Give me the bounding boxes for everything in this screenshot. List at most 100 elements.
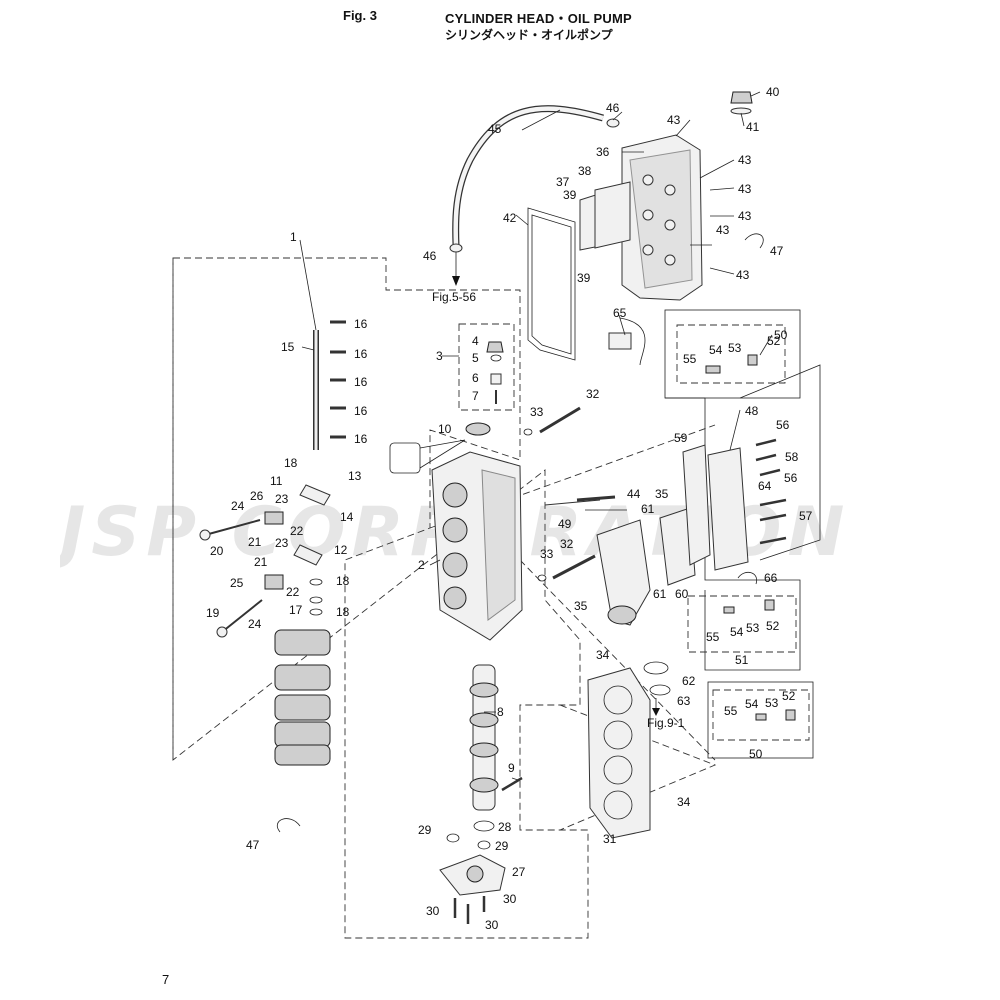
o-ring-28	[473, 820, 495, 832]
callout-9: 9	[508, 761, 515, 775]
callout-18-a: 18	[284, 456, 298, 470]
kit-frame-50a	[664, 309, 801, 399]
cylinder-head-cover	[621, 134, 703, 301]
callout-5: 5	[472, 351, 479, 365]
arrow-down-icon-2	[652, 708, 660, 716]
callout-16-d: 16	[354, 404, 368, 418]
figure-title-english: CYLINDER HEAD・OIL PUMP	[445, 11, 632, 26]
callout-31: 31	[603, 832, 617, 846]
callout-46-a: 46	[606, 101, 620, 115]
bolt-9	[501, 776, 523, 792]
hose-clip-47-bottom	[277, 818, 301, 833]
callout-24-b: 24	[248, 617, 262, 631]
cylinder-head	[431, 451, 523, 641]
thermostat-housing-49	[596, 519, 651, 626]
callout-43-d: 43	[738, 209, 752, 223]
callout-55-b: 55	[706, 630, 720, 644]
callout-43-a: 43	[667, 113, 681, 127]
callout-4: 4	[472, 334, 479, 348]
cap-4	[486, 341, 504, 353]
callout-43-b: 43	[738, 153, 752, 167]
callout-16-c: 16	[354, 375, 368, 389]
callout-64: 64	[758, 479, 772, 493]
o-ring-62	[643, 661, 669, 675]
callout-23-a: 23	[275, 492, 289, 506]
sensor-65	[619, 317, 646, 366]
callout-56-b: 56	[784, 471, 798, 485]
cover-48	[707, 447, 749, 571]
callout-66: 66	[764, 571, 778, 585]
head-gasket	[587, 667, 651, 839]
callout-44: 44	[627, 487, 641, 501]
callout-16-b: 16	[354, 347, 368, 361]
callout-61-b: 61	[653, 587, 667, 601]
hose-clip-47-top	[744, 233, 764, 249]
callout-10: 10	[438, 422, 452, 436]
callout-56-a: 56	[776, 418, 790, 432]
callout-18-b: 18	[336, 574, 350, 588]
callout-41: 41	[746, 120, 760, 134]
callout-63: 63	[677, 694, 691, 708]
callout-35-a: 35	[655, 487, 669, 501]
callout-53-c: 53	[765, 696, 779, 710]
callout-42: 42	[503, 211, 517, 225]
callout-36: 36	[596, 145, 610, 159]
callout-13: 13	[348, 469, 362, 483]
callout-53-a: 53	[728, 341, 742, 355]
callout-33-a: 33	[530, 405, 544, 419]
callout-60: 60	[675, 587, 689, 601]
gasket-60	[659, 507, 696, 586]
valve-bank	[274, 629, 331, 766]
arrow-down-icon	[452, 276, 460, 286]
callout-16-e: 16	[354, 432, 368, 446]
callout-15: 15	[281, 340, 295, 354]
callout-50-a: 50	[774, 328, 788, 342]
callout-54-b: 54	[730, 625, 744, 639]
kit-inner-50a	[676, 324, 786, 384]
callout-27: 27	[512, 865, 526, 879]
callout-1: 1	[290, 230, 297, 244]
clip-66	[737, 571, 758, 585]
spark-plug-44	[576, 495, 616, 502]
baffle-plate-38	[594, 181, 631, 249]
callout-34-a: 34	[596, 648, 610, 662]
callout-52-b: 52	[766, 619, 780, 633]
callout-52-c: 52	[782, 689, 796, 703]
callout-46-b: 46	[423, 249, 437, 263]
callout-22-a: 22	[290, 524, 304, 538]
callout-61-a: 61	[641, 502, 655, 516]
callout-52-a: 52	[767, 334, 781, 348]
callout-51: 51	[735, 653, 749, 667]
callout-2: 2	[418, 558, 425, 572]
callout-38: 38	[578, 164, 592, 178]
o-ring-63	[649, 684, 671, 696]
callout-26: 26	[250, 489, 264, 503]
callout-30-b: 30	[426, 904, 440, 918]
callout-24-a: 24	[231, 499, 245, 513]
callout-58: 58	[785, 450, 799, 464]
callout-65: 65	[613, 306, 627, 320]
kit-inner-50b	[712, 689, 810, 741]
valve-train-parts	[199, 484, 331, 638]
callout-28: 28	[498, 820, 512, 834]
bolt-32-bottom	[552, 554, 596, 580]
o-ring-29-right	[477, 840, 491, 850]
gasket-59	[682, 444, 711, 566]
callout-25: 25	[230, 576, 244, 590]
head-cover-gasket	[527, 207, 576, 361]
callout-29-a: 29	[418, 823, 432, 837]
figure-title-japanese: シリンダヘッド・オイルポンプ	[445, 28, 613, 42]
callout-21-b: 21	[254, 555, 268, 569]
callout-54-c: 54	[745, 697, 759, 711]
callout-50-b: 50	[749, 747, 763, 761]
callout-11: 11	[270, 474, 283, 488]
callout-49: 49	[558, 517, 572, 531]
callout-20: 20	[210, 544, 224, 558]
callout-29-b: 29	[495, 839, 509, 853]
oil-filler-kit-boundary	[458, 323, 515, 411]
callout-39-b: 39	[577, 271, 591, 285]
callout-37: 37	[556, 175, 570, 189]
callout-62: 62	[682, 674, 696, 688]
kit-frame-51	[665, 397, 801, 671]
